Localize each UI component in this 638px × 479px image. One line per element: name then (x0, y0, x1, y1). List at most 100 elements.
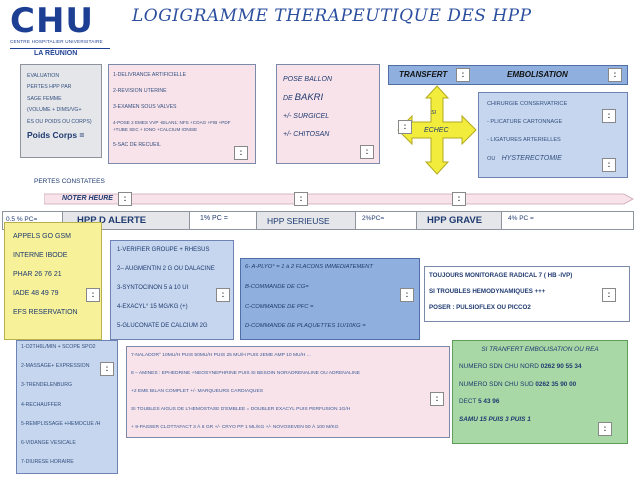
nalador-line: +2 EME BILAN COMPLET +/- MARQUEURS CARDI… (131, 388, 263, 394)
hpp-serieuse-cell: HPP SERIEUSE (256, 211, 356, 230)
heure-field-3[interactable]: : (452, 192, 466, 206)
oxygene-line: 7-DIURESE HORAIRE (21, 459, 74, 466)
delivrance-box: 1-DELIVRANCE ARTIFICIELLE 2-REVISION UTE… (108, 64, 256, 164)
scale-p05: 0.5 % PC= (6, 216, 38, 223)
hpp-serieuse-label: HPP SERIEUSE (267, 216, 330, 226)
verifier-line: 2– AUGMENTIN 2 G OU DALACINE (117, 266, 215, 272)
ballon-line: +/- CHITOSAN (283, 130, 330, 138)
verifier-box: 1-VERIFIER GROUPE + RHESUS 2– AUGMENTIN … (110, 240, 234, 340)
samu-dect-line: DECT 5 43 96 (459, 399, 621, 405)
ballon-value-field[interactable]: : (360, 145, 374, 159)
chirurgie-line: - PLICATURE CARTONNAGE (487, 118, 563, 125)
embolisation-label: EMBOLISATION (507, 70, 568, 79)
hpp-grave-label: HPP GRAVE (427, 215, 483, 226)
samu-nord-line: NUMERO SDN CHU NORD 0262 90 55 34 (459, 364, 621, 370)
hpp-grave-cell: HPP GRAVE (416, 211, 502, 230)
appels-value-field[interactable]: : (86, 288, 100, 302)
verifier-value-field[interactable]: : (216, 288, 230, 302)
chu-logo-region: LA RÉUNION (34, 50, 78, 57)
poids-corps-label: Poids Corps = (27, 130, 85, 141)
monitorage-line: SI TROUBLES HEMODYNAMIQUES +++ (429, 288, 546, 296)
si-echec-arrow (397, 85, 477, 175)
oxygene-value-field[interactable]: : (100, 362, 114, 376)
evaluation-box: EVALUATION PERTES HPP PAR SAGE FEMME (VO… (20, 64, 102, 158)
plyo-line: C-COMMANDE DE PFC = (245, 303, 314, 310)
chirurgie-line: OU HYSTERECTOMIE (487, 154, 619, 164)
scale-p1: 1% PC = (200, 215, 228, 222)
ballon-de: DE (283, 95, 295, 103)
chirurgie-title: CHIRURGIE CONSERVATRICE (487, 101, 568, 107)
heure-field-1[interactable]: : (118, 192, 132, 206)
oxygene-line: 3-TRENDELENBURG (21, 382, 73, 389)
nalador-line: 7-NALADOR° 10MU/H PUIS 50MU/H PUIS 25 MU… (131, 353, 311, 358)
monitorage-value-field[interactable]: : (602, 288, 616, 302)
chirurgie-hysterectomie: HYSTERECTOMIE (501, 155, 562, 163)
appels-line: EFS RESERVATION (13, 309, 78, 316)
oxygene-line: 2-MASSAGE+ EXPRESSION (21, 363, 90, 370)
nalador-value-field[interactable]: : (430, 392, 444, 406)
delivrance-line: +TUBE SEC + IONO +CALCIUM IONISE (113, 127, 198, 133)
samu-dect-number: 5 43 96 (478, 398, 500, 406)
evaluation-text: EVALUATION PERTES HPP PAR SAGE FEMME (VO… (27, 71, 95, 128)
noter-heure-arrow: NOTER HEURE (44, 192, 634, 206)
scale-p4: 4% PC = (508, 215, 534, 222)
chirurgie-ou: OU (487, 156, 496, 163)
chirurgie-line: - LIGATURES ARTERIELLES (487, 136, 561, 143)
delivrance-line: 4-POSE 2 EMES VVP -BILAN1: NFS +COAG +FI… (113, 120, 231, 126)
chirurgie-value-field-2[interactable]: : (602, 158, 616, 172)
plyo-value-field[interactable]: : (400, 288, 414, 302)
monitorage-box: TOUJOURS MONITORAGE RADICAL 7 ( HB -IVP)… (424, 266, 630, 322)
delivrance-line: 2-REVISION UTERINE (113, 88, 167, 95)
heure-field-2[interactable]: : (294, 192, 308, 206)
plyo-line: 6- A-PLYO° = 1 à 2 FLACONS IMMEDIATEMENT (245, 264, 373, 270)
evaluation-line: EVALUATION (27, 73, 60, 79)
nalador-line: 8 – AMINES : EPHEDRINE +NEOSYNEPHRINE PU… (131, 370, 360, 376)
si-echec-value-field[interactable]: : (398, 120, 412, 134)
chu-logo-subtitle: CENTRE HOSPITALIER UNIVERSITAIRE (10, 39, 103, 44)
ballon-bakri: BAKRI (294, 92, 324, 104)
verifier-line: 4-EXACYL° 15 MG/KG (+) (117, 304, 188, 310)
appels-line: INTERNE IBODE (13, 252, 68, 259)
samu-nord-number: 0262 90 55 34 (540, 363, 582, 371)
evaluation-line: (VOLUME + DIMS/VG+ (27, 107, 82, 114)
ballon-line: POSE BALLON (283, 76, 333, 83)
appels-line: APPELS GO GSM (13, 233, 71, 240)
samu-sud-line: NUMERO SDN CHU SUD 0262 35 90 00 (459, 380, 621, 388)
ballon-line: DE BAKRI (283, 92, 373, 104)
chirurgie-value-field-1[interactable]: : (602, 109, 616, 123)
transfert-label: TRANSFERT (399, 70, 448, 79)
transfert-bar: TRANSFERT EMBOLISATION (388, 65, 628, 85)
page-title: LOGIGRAMME THERAPEUTIQUE DES HPP (132, 6, 532, 26)
samu-sud-number: 0262 35 90 00 (535, 380, 577, 388)
samu-dect-label: DECT (459, 398, 479, 406)
monitorage-line: POSER : PULSIOFLEX OU PICCO2 (429, 304, 531, 312)
pertes-constatees-label: PERTES CONSTATEES (34, 178, 105, 185)
samu-sud-label: NUMERO SDN CHU SUD (459, 380, 536, 388)
transfert-value-field[interactable]: : (456, 68, 470, 82)
delivrance-value-field[interactable]: : (234, 146, 248, 160)
embolisation-value-field[interactable]: : (608, 68, 622, 82)
delivrance-line: 1-DELIVRANCE ARTIFICIELLE (113, 72, 187, 78)
echec-label: ECHEC (424, 127, 449, 134)
oxygene-line: 4-RECHAUFFER (21, 401, 62, 408)
nalador-line: + 9-PASSER CLOTTAFACT 3 à 6 GR +/- CRYO … (131, 424, 339, 430)
delivrance-line: 3-EXAMEN SOUS VALVES (113, 104, 177, 111)
verifier-line: 1-VERIFIER GROUPE + RHESUS (117, 247, 210, 253)
delivrance-line: 5-SAC DE RECUEIL (113, 142, 161, 149)
samu-line: SAMU 15 PUIS 3 PUIS 1 (459, 415, 531, 423)
samu-value-field[interactable]: : (598, 422, 612, 436)
oxygene-box: 1-O2TH6L/MIN + SCOPE SPO2 2-MASSAGE+ EXP… (16, 340, 118, 474)
nalador-box: 7-NALADOR° 10MU/H PUIS 50MU/H PUIS 25 MU… (126, 346, 450, 438)
plyo-box: 6- A-PLYO° = 1 à 2 FLACONS IMMEDIATEMENT… (240, 258, 420, 340)
plyo-line: D-COMMANDE DE PLAQUETTES 1U/10KG = (245, 323, 366, 330)
si-label: SI (431, 110, 437, 116)
hpp-alerte-label: HPP D ALERTE (77, 215, 147, 226)
evaluation-line: PERTES HPP PAR (27, 84, 72, 91)
chu-logo: CHU CENTRE HOSPITALIER UNIVERSITAIRE LA … (4, 3, 116, 61)
evaluation-line: ÉS OU POIDS OU CORPS) (27, 118, 92, 125)
appels-box: APPELS GO GSM INTERNE IBODE PHAR 26 76 2… (4, 222, 102, 340)
oxygene-line: 6-VIDANGE VESICALE (21, 440, 76, 447)
chu-logo-letters: CHU (10, 1, 95, 41)
appels-line: PHAR 26 76 21 (13, 271, 62, 278)
plyo-line: B-COMMANDE DE CG= (245, 283, 309, 290)
